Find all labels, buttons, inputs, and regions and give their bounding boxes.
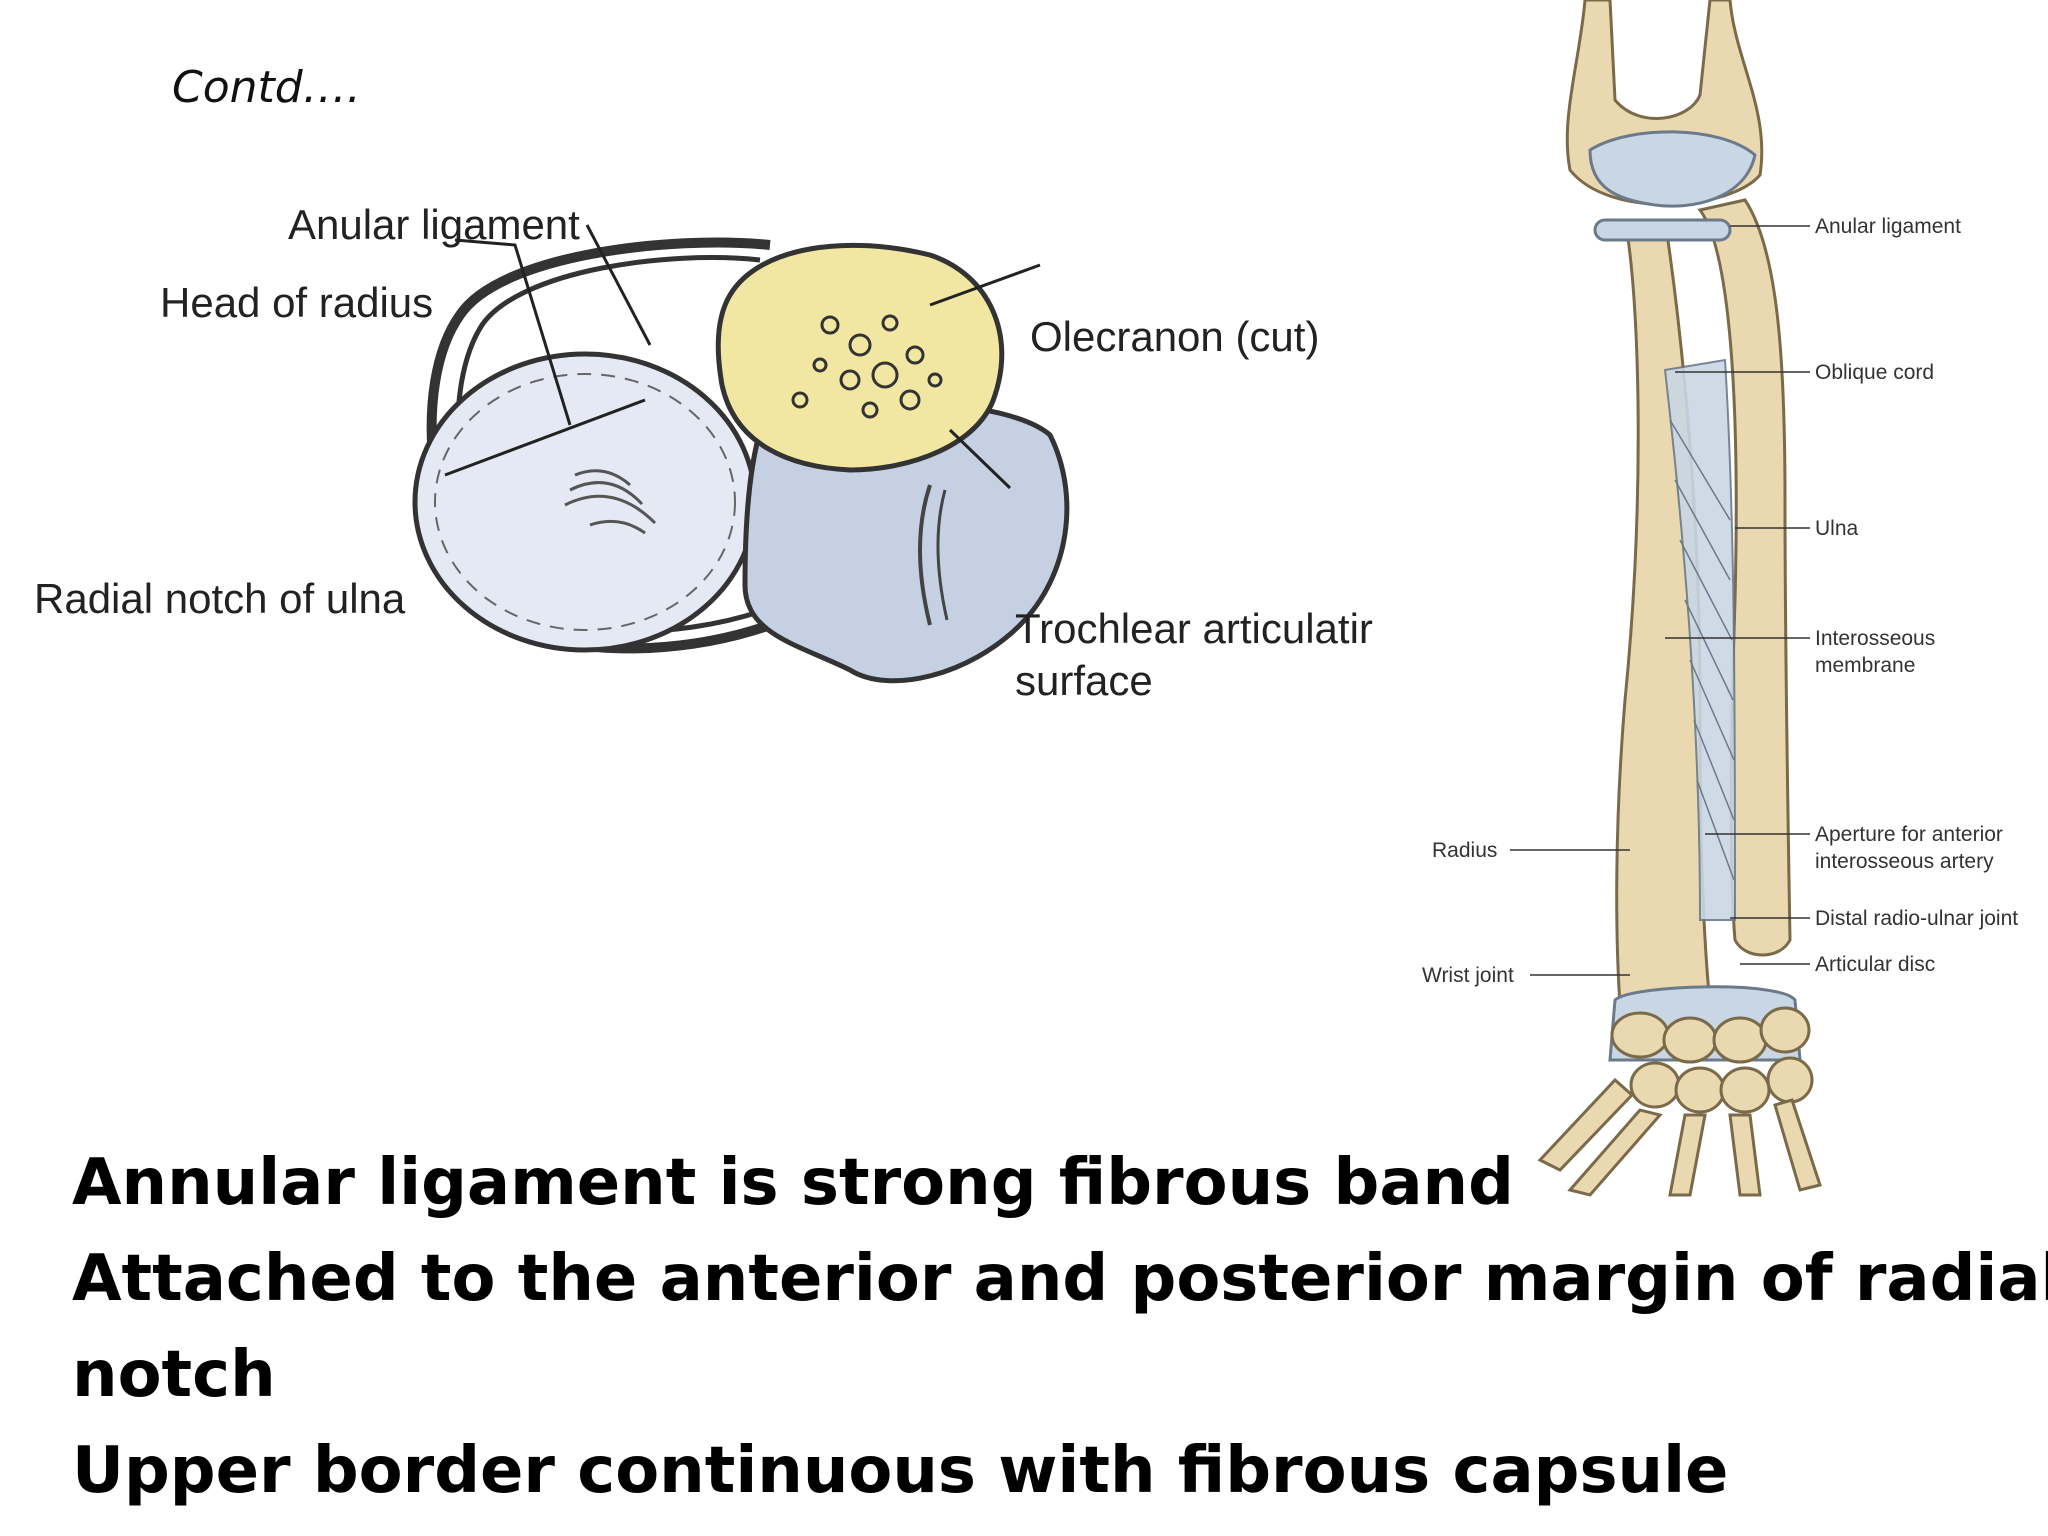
label-r-distal-radioulnar: Distal radio-ulnar joint [1815, 907, 2019, 930]
label-r-aperture-line1: Aperture for anterior [1815, 823, 2003, 846]
label-anular-ligament: Anular ligament [288, 201, 580, 248]
label-r-aperture-line2: interosseous artery [1815, 850, 1994, 873]
label-r-ulna: Ulna [1815, 517, 1859, 540]
label-r-oblique-cord: Oblique cord [1815, 361, 1935, 384]
body-line-4: Upper border continuous with fibrous cap… [72, 1434, 1729, 1508]
slide-body: Annular ligament is strong fibrous band … [72, 1135, 2048, 1519]
radioulnar-cross-section-figure: Anular ligament Head of radius Olecranon… [30, 201, 1400, 735]
label-trochlear-line2: surface [1015, 657, 1153, 704]
body-line-1: Annular ligament is strong fibrous band [72, 1146, 1514, 1220]
label-r-wrist-joint: Wrist joint [1422, 964, 1514, 987]
label-olecranon: Olecranon (cut) [1030, 313, 1320, 360]
label-r-anular-ligament: Anular ligament [1815, 215, 1961, 238]
label-head-of-radius: Head of radius [160, 279, 434, 326]
cross-section-illustration [412, 224, 1070, 684]
label-radial-notch: Radial notch of ulna [34, 575, 406, 622]
label-r-articular-disc: Articular disc [1815, 953, 1936, 976]
body-line-2: Attached to the anterior and posterior m… [72, 1242, 2048, 1316]
body-line-3: notch [72, 1338, 276, 1412]
label-r-interosseous-line1: Interosseous [1815, 627, 1936, 650]
slide-heading: Contd…. [172, 62, 361, 113]
label-r-radius: Radius [1432, 839, 1498, 862]
label-r-interosseous-line2: membrane [1815, 654, 1916, 677]
forearm-illustration [1510, 0, 1822, 1197]
label-trochlear-line1: Trochlear articulatir [1015, 605, 1373, 652]
forearm-bones-figure: Anular ligament Oblique cord Ulna Intero… [1400, 0, 2048, 1200]
